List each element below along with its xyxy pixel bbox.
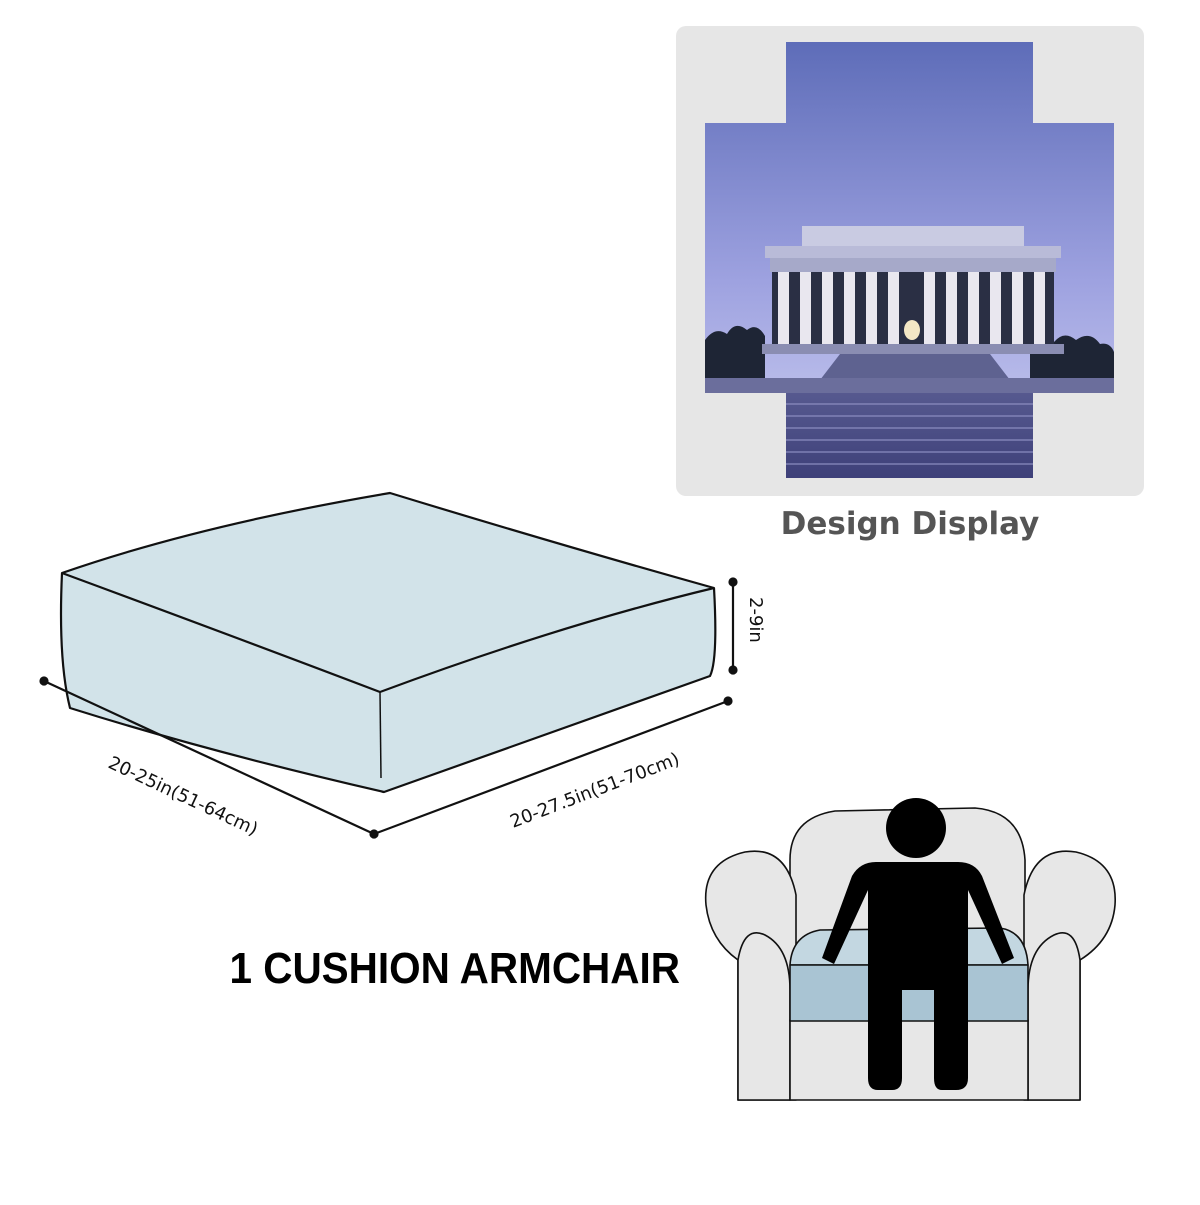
product-title: 1 CUSHION ARMCHAIR [229,944,680,993]
height-dimension-label: 2-9in [745,597,766,643]
dimension-lines [39,577,738,839]
depth-dimension-label: 20-25in(51-64cm) [105,752,261,840]
design-display-caption: Design Display [780,506,1040,542]
seat-cushion [59,491,717,794]
person-silhouette [822,798,1014,1090]
width-dimension-label: 20-27.5in(51-70cm) [507,749,682,833]
design-display-panel [676,26,1144,496]
